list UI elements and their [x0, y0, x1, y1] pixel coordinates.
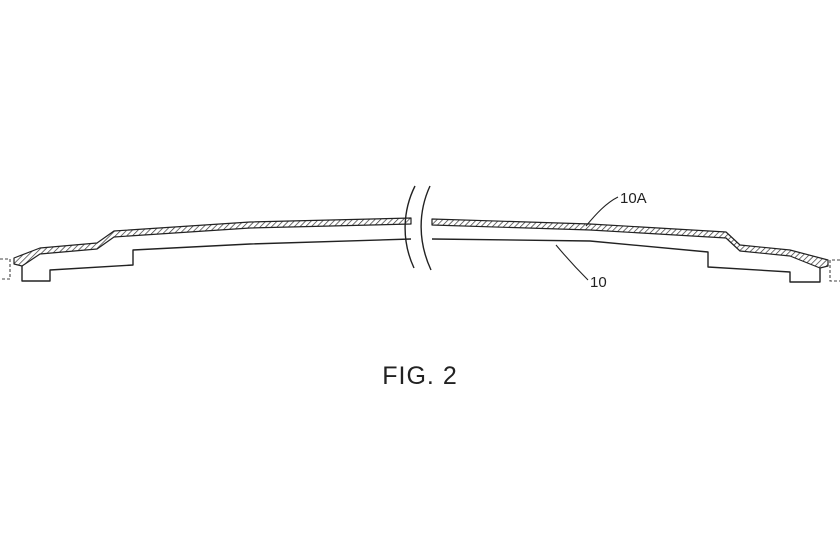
leader-10 — [555, 244, 589, 281]
leader-10A — [585, 196, 619, 227]
panel-body — [21, 238, 821, 283]
end-fitting-left — [0, 258, 11, 280]
end-fitting-right — [829, 259, 840, 282]
figure-caption: FIG. 2 — [382, 362, 458, 390]
leader-lines — [555, 196, 619, 281]
break-line-symbol — [404, 185, 432, 271]
cover-layer — [13, 217, 829, 269]
label-10: 10 — [590, 274, 607, 291]
label-10A: 10A — [620, 190, 647, 207]
